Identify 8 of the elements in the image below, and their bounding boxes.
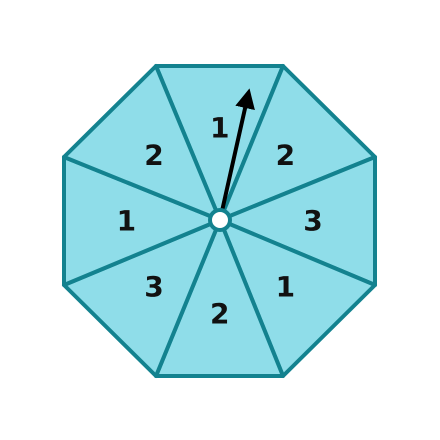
sector-number: 1	[276, 270, 296, 304]
sector-number: 1	[116, 204, 136, 238]
sector-number: 3	[303, 204, 323, 238]
sector-number: 1	[210, 112, 230, 145]
sector-number: 3	[144, 270, 164, 304]
sector-number: 2	[210, 298, 230, 331]
sector-number: 2	[276, 138, 296, 172]
sector-number: 2	[144, 138, 164, 172]
